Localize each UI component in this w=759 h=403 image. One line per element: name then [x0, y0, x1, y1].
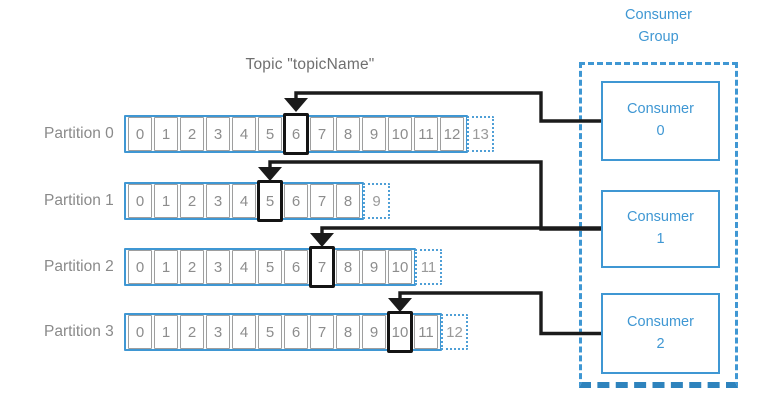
partition-label-2: Partition 2: [44, 258, 114, 275]
current-offset-arrowhead-partition-0: [284, 98, 308, 112]
partition-2-offset-cell-6: 6: [284, 250, 308, 284]
partition-1-offset-cell-7: 7: [310, 184, 334, 218]
consumer-1-label: Consumer: [627, 209, 694, 226]
consumer-2-number: 2: [656, 335, 665, 352]
consumer-group-label-line2: Group: [638, 29, 679, 46]
partition-2-offset-cell-8: 8: [336, 250, 360, 284]
partition-2-offset-cell-10: 10: [388, 250, 412, 284]
partition-2-next-offset-cell: 11: [415, 249, 442, 285]
partition-3-current-offset-cell: 10: [387, 311, 413, 353]
partition-3-next-offset-cell: 12: [441, 314, 468, 350]
partition-3-offset-cell-5: 5: [258, 315, 282, 349]
partition-2-offset-cell-4: 4: [232, 250, 256, 284]
partition-3-offset-cell-8: 8: [336, 315, 360, 349]
partition-2-offset-cell-9: 9: [362, 250, 386, 284]
partition-1-offset-cell-0: 0: [128, 184, 152, 218]
partition-3-offset-cell-3: 3: [206, 315, 230, 349]
partition-1-current-offset-cell: 5: [257, 180, 283, 222]
partition-3-offset-cell-9: 9: [362, 315, 386, 349]
partition-3-offset-cell-4: 4: [232, 315, 256, 349]
partition-1-offset-cell-4: 4: [232, 184, 256, 218]
partition-0-offset-cell-9: 9: [362, 117, 386, 151]
partition-3-offset-cell-1: 1: [154, 315, 178, 349]
partition-1-offset-cell-6: 6: [284, 184, 308, 218]
consumer-0-number: 0: [656, 123, 665, 139]
partition-3-offset-cell-11: 11: [414, 315, 438, 349]
partition-0-next-offset-cell: 13: [467, 116, 494, 152]
partition-0-offset-cell-2: 2: [180, 117, 204, 151]
partition-label-0: Partition 0: [44, 125, 114, 142]
partition-1-next-offset-cell: 9: [363, 183, 390, 219]
partition-3-offset-cell-0: 0: [128, 315, 152, 349]
partition-2-offset-cell-0: 0: [128, 250, 152, 284]
partition-2-offset-cell-3: 3: [206, 250, 230, 284]
partition-0-offset-cell-10: 10: [388, 117, 412, 151]
partition-0-offset-cell-4: 4: [232, 117, 256, 151]
partition-0-offset-cell-7: 7: [310, 117, 334, 151]
partition-3-offset-cell-6: 6: [284, 315, 308, 349]
partition-0-offset-cell-11: 11: [414, 117, 438, 151]
wire-partition-2-to-consumer-1: [320, 226, 601, 240]
consumer-group-label: Consumer Group: [579, 4, 738, 49]
topic-title: Topic "topicName": [245, 56, 375, 73]
partition-2-offset-cell-2: 2: [180, 250, 204, 284]
partition-0-offset-cell-5: 5: [258, 117, 282, 151]
consumer-box-1: Consumer 1: [601, 190, 720, 268]
consumer-box-0: Consumer 0: [601, 81, 720, 161]
consumer-box-2: Consumer 2: [601, 293, 720, 374]
partition-3-offset-cell-2: 2: [180, 315, 204, 349]
partition-0-current-offset-cell: 6: [283, 113, 309, 155]
partition-3-offset-cell-7: 7: [310, 315, 334, 349]
partition-1-offset-cell-8: 8: [336, 184, 360, 218]
partition-1-offset-cell-3: 3: [206, 184, 230, 218]
partition-0-offset-cell-12: 12: [440, 117, 464, 151]
partition-0-offset-cell-0: 0: [128, 117, 152, 151]
partition-0-offset-cell-8: 8: [336, 117, 360, 151]
consumer-1-number: 1: [656, 231, 665, 247]
partition-1-offset-cell-2: 2: [180, 184, 204, 218]
current-offset-arrowhead-partition-1: [258, 167, 282, 181]
partition-label-1: Partition 1: [44, 192, 114, 209]
partition-label-3: Partition 3: [44, 323, 114, 340]
partition-0-offset-cell-3: 3: [206, 117, 230, 151]
partition-0-offset-cell-1: 1: [154, 117, 178, 151]
partition-2-offset-cell-5: 5: [258, 250, 282, 284]
partition-2-current-offset-cell: 7: [309, 246, 335, 288]
consumer-2-label: Consumer: [627, 313, 694, 330]
current-offset-arrowhead-partition-3: [388, 298, 412, 312]
partition-2-offset-cell-1: 1: [154, 250, 178, 284]
consumer-0-label: Consumer: [627, 101, 694, 118]
current-offset-arrowhead-partition-2: [310, 233, 334, 247]
partition-1-offset-cell-1: 1: [154, 184, 178, 218]
consumer-group-label-line1: Consumer: [625, 7, 692, 23]
